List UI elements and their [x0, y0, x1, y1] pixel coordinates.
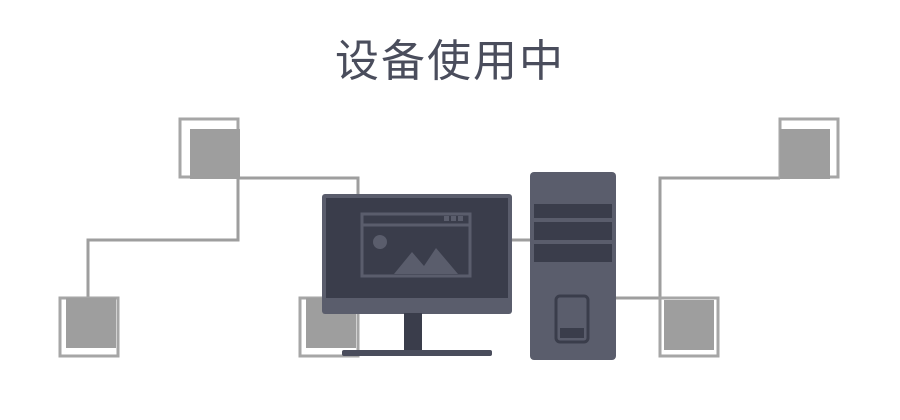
- connector-line: [658, 176, 780, 300]
- peripheral-top-right: [778, 117, 840, 179]
- monitor-icon: [322, 194, 512, 356]
- peripheral-bottom-left: [58, 296, 120, 358]
- connector-line: [86, 178, 240, 300]
- peripheral-top-left: [178, 117, 240, 179]
- pc-tower-icon: [530, 172, 616, 360]
- peripheral-bottom-right: [658, 296, 720, 358]
- connector-line: [238, 176, 360, 194]
- image-icon: [360, 212, 472, 278]
- status-title: 设备使用中: [335, 36, 565, 87]
